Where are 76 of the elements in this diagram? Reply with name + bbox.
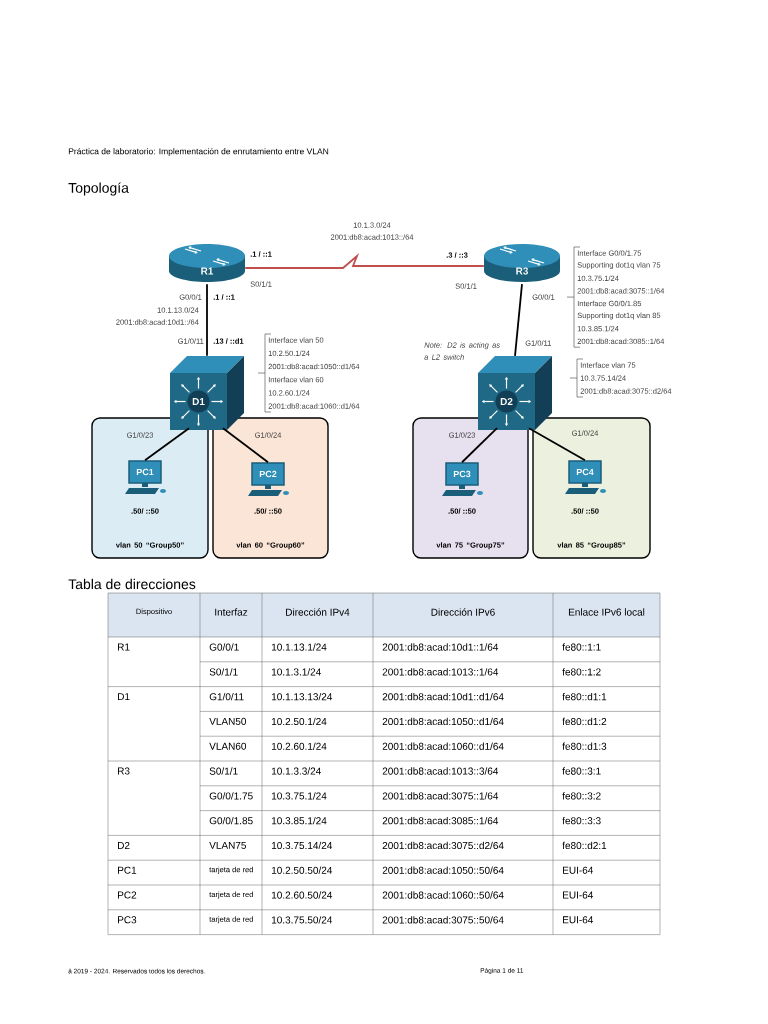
table-cell: 2001:db8:acad:3075::50/64 xyxy=(382,916,504,924)
table-cell: R1 xyxy=(118,643,130,651)
router: R3 xyxy=(484,244,560,282)
table-cell: G0/0/1.85 xyxy=(209,816,253,825)
header-cell: Dirección IPv6 xyxy=(373,593,553,637)
table-cell: 2001:db8:acad:3085::1/64 xyxy=(382,816,499,825)
table-cell: 10.1.13.13/24 xyxy=(271,692,333,701)
table-cell: S0/1/1 xyxy=(209,668,238,676)
table-cell: 2001:db8:acad:1013::1/64 xyxy=(382,668,499,676)
table-cell: 2001:db8:acad:3075::d2/64 xyxy=(382,841,504,850)
table-cell: PC1 xyxy=(118,866,137,874)
table-cell: 10.3.75.50/24 xyxy=(271,916,333,924)
link xyxy=(222,427,269,464)
table-cell: 2001:db8:acad:1060::50/64 xyxy=(382,891,504,899)
table-cell: VLAN50 xyxy=(209,717,247,725)
table-cell: 10.1.3.1/24 xyxy=(271,668,321,676)
table-cell: 2001:db8:acad:1050::d1/64 xyxy=(382,717,504,726)
header-cell: Interfaz xyxy=(200,593,262,637)
table-cell: R3 xyxy=(118,767,130,775)
table-cell: G0/0/1 xyxy=(209,643,239,651)
switch: D1 xyxy=(170,356,244,430)
table-cell: EUI-64 xyxy=(563,866,594,874)
table-cell: fe80::1:1 xyxy=(562,643,601,651)
table-cell: PC3 xyxy=(118,916,137,924)
table-cell: 10.3.75.1/24 xyxy=(271,792,327,800)
table-cell: D2 xyxy=(118,841,130,849)
table-cell: EUI-64 xyxy=(563,891,594,899)
table-cell: 10.1.13.1/24 xyxy=(271,643,327,651)
table-cell: 10.2.60.1/24 xyxy=(271,742,327,750)
node-label: R1 xyxy=(201,267,214,275)
table-cell: fe80::d1:1 xyxy=(562,692,607,701)
table-cell: 2001:db8:acad:1013::3/64 xyxy=(382,767,499,775)
table-cell: 2001:db8:acad:10d1::d1/64 xyxy=(382,692,504,701)
node-label: R3 xyxy=(516,267,529,275)
table-cell: EUI-64 xyxy=(563,916,594,924)
pc: PC1 xyxy=(125,460,166,494)
table-cell: 10.3.75.14/24 xyxy=(271,841,333,850)
pc: PC3 xyxy=(442,462,483,496)
heading: Tabla de direcciones xyxy=(68,578,196,590)
table-cell: PC2 xyxy=(118,891,137,899)
link xyxy=(144,427,190,462)
title: Práctica de laboratorio: Implementación de enrutamiento entre VLAN xyxy=(68,148,329,156)
table-cell: 2001:db8:acad:1060::d1/64 xyxy=(382,742,504,750)
table-cell: G0/0/1.75 xyxy=(209,792,253,800)
table-cell: fe80::3:2 xyxy=(562,792,601,800)
table-cell: 10.2.60.50/24 xyxy=(271,891,333,899)
table-cell: 2001:db8:acad:3075::1/64 xyxy=(382,792,499,800)
table-cell: S0/1/1 xyxy=(209,767,238,775)
table-cell: fe80::1:2 xyxy=(562,668,601,676)
header-cell: Dirección IPv4 xyxy=(262,593,373,637)
pc: PC4 xyxy=(565,460,606,494)
link xyxy=(206,283,208,357)
table-cell: fe80::3:1 xyxy=(562,767,601,775)
link xyxy=(528,427,586,462)
table-cell: 10.2.50.1/24 xyxy=(271,717,327,726)
table-cell: fe80::d1:3 xyxy=(562,742,607,750)
table-cell: VLAN75 xyxy=(209,841,247,849)
table-cell: 10.2.50.50/24 xyxy=(271,866,333,874)
table-cell: fe80::3:3 xyxy=(562,816,601,825)
table-cell: fe80::d2:1 xyxy=(562,841,607,850)
table-cell: G1/0/11 xyxy=(209,692,244,701)
table-cell: VLAN60 xyxy=(209,742,247,750)
table-cell: 10.3.85.1/24 xyxy=(271,816,327,825)
heading: Topología xyxy=(68,182,129,196)
router: R1 xyxy=(169,244,245,282)
table-cell: 10.1.3.3/24 xyxy=(271,767,321,775)
table-cell: 2001:db8:acad:1050::50/64 xyxy=(382,866,504,874)
pc: PC2 xyxy=(248,462,289,496)
table-cell: D1 xyxy=(118,693,130,701)
table-cell: fe80::d1:2 xyxy=(562,717,607,726)
link xyxy=(461,427,498,464)
link xyxy=(514,283,523,357)
switch: D2 xyxy=(478,356,552,430)
header-cell: Enlace IPv6 local xyxy=(553,593,660,637)
table-cell: 2001:db8:acad:10d1::1/64 xyxy=(382,643,499,651)
link xyxy=(244,252,485,269)
